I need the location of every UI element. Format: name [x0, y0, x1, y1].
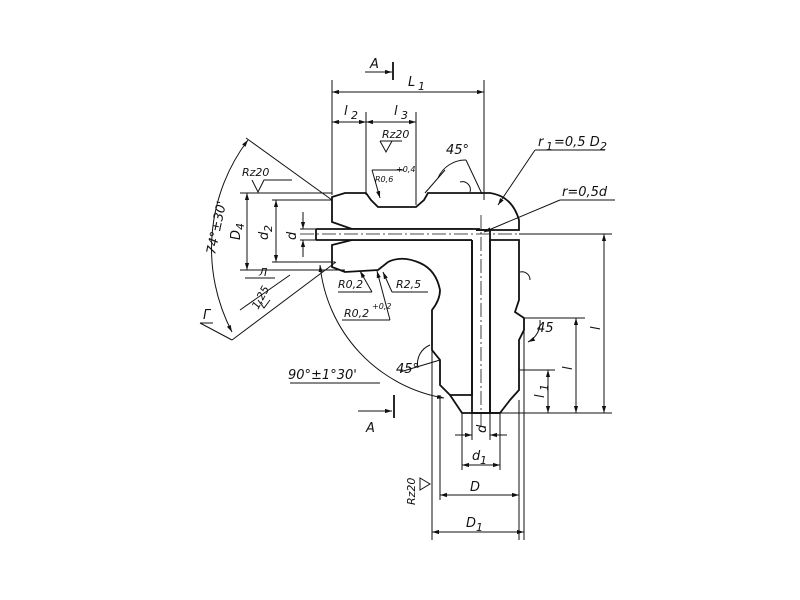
elbow-part-section [300, 192, 530, 435]
label-d2: d [257, 231, 272, 240]
ext-angle-74-bottom [231, 261, 337, 341]
label-45-right: 45 [537, 321, 554, 336]
label-D4-sub: 4 [234, 223, 247, 230]
label-rz20-top: Rz20 [382, 128, 409, 141]
vertical-arm-bottom [449, 394, 500, 414]
label-r06-tol: +0,4 [396, 165, 415, 174]
roughness-symbol-125 [257, 299, 271, 309]
label-rz20-left: Rz20 [242, 166, 269, 179]
dim-angle-74 [211, 139, 249, 333]
gamma-leader [199, 322, 233, 341]
horizontal-arm-upper-wall [331, 192, 520, 231]
label-r02b-tol: +0,2 [372, 302, 391, 311]
label-section-bottom: А [365, 421, 375, 436]
horizontal-bore [316, 229, 476, 240]
leader-45-top [465, 159, 483, 195]
leader-r02b [376, 270, 391, 321]
label-D4: D [229, 230, 244, 240]
label-l3-sub: 3 [401, 109, 408, 122]
label-45-bottom: 45° [396, 362, 419, 377]
label-l2: l [344, 104, 348, 119]
dim-angle-45-right [527, 319, 541, 343]
label-d1: d [472, 449, 481, 464]
label-45-top: 45° [446, 143, 469, 158]
tilt-mark-right [519, 271, 531, 281]
dim-angle-90 [318, 264, 445, 399]
leader-r [483, 199, 561, 233]
labels: А А L 1 l 2 l 3 Rz20 R0,6 +0,4 45° r 1 =… [203, 57, 608, 534]
roughness-symbol-top [379, 140, 402, 154]
vertical-arm-right-wall [489, 239, 525, 414]
label-r: r=0,5d [562, 185, 608, 200]
label-r25: R2,5 [396, 278, 421, 291]
leader-45-bottom [399, 359, 441, 373]
label-d-bottom: d [475, 424, 490, 433]
ext-angle-74-top [245, 137, 333, 201]
label-gamma: Г [203, 308, 212, 323]
leader-45-top-b [424, 169, 446, 194]
label-L1-sub: 1 [418, 80, 425, 93]
label-D1: D [466, 516, 476, 531]
label-D1-sub: 1 [476, 521, 483, 534]
label-D: D [470, 480, 480, 495]
label-r1-rest-sub: 2 [600, 140, 607, 153]
leader-r25 [382, 271, 393, 293]
label-l2-sub: 2 [351, 109, 358, 122]
label-L1: L [408, 75, 415, 90]
label-angle-90: 90°±1°30' [288, 368, 357, 383]
label-d1-sub: 1 [480, 454, 487, 467]
tilt-mark-top [459, 181, 471, 193]
label-l-big: l [589, 326, 604, 330]
label-r1: r [538, 135, 545, 150]
label-r02: R0,2 [338, 278, 363, 291]
leader-r02 [359, 270, 373, 293]
label-l-mid: l [561, 366, 576, 370]
label-l3: l [394, 104, 398, 119]
label-L-cham: Л [258, 266, 267, 279]
label-l1: l [533, 394, 548, 398]
label-r06: R0,6 [375, 175, 393, 184]
label-section-top: А [369, 57, 379, 72]
label-rz20-bottom: Rz20 [405, 478, 418, 505]
label-r02b: R0,2 [344, 307, 369, 320]
leader-r06 [371, 169, 381, 199]
dim-angle-45-bottom [417, 344, 431, 369]
label-1-25: 1,25 [249, 284, 272, 312]
label-d: d [285, 231, 300, 240]
label-r1-sub: 1 [546, 140, 553, 153]
label-r1-rest: =0,5 D [554, 135, 600, 150]
label-d2-sub: 2 [262, 225, 275, 232]
dimension-lines [199, 62, 615, 540]
dim-angle-45-top [437, 159, 467, 179]
leader-r1 [497, 149, 536, 206]
roughness-symbol-left [251, 179, 292, 194]
label-angle-74: 74°±30' [204, 200, 230, 256]
label-l1-sub: 1 [538, 384, 551, 391]
leader-1-25 [239, 274, 291, 311]
roughness-symbol-bottom [419, 477, 431, 491]
